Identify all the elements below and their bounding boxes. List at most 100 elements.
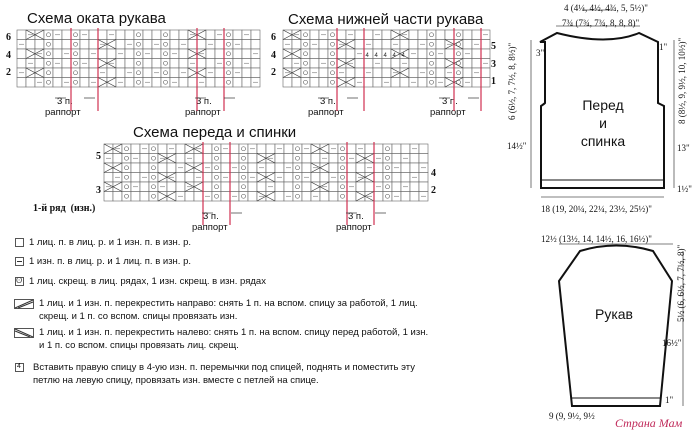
body-chart-title: Схема переда и спинки	[133, 124, 297, 141]
cap-chart-twist-mark	[163, 41, 168, 47]
lower-chart-twist-mark	[303, 41, 308, 47]
body-chart-cross	[355, 172, 375, 183]
body-chart-cross	[184, 181, 204, 192]
body-chart-twist-mark	[385, 155, 390, 161]
body-chart-cross	[355, 191, 375, 202]
body-chart-twist-mark	[151, 155, 156, 161]
cap-chart-twist-mark	[226, 60, 231, 66]
empty-square-icon	[15, 238, 24, 247]
cap-chart-twist-mark	[226, 79, 231, 85]
cap-chart-twist-mark	[136, 60, 141, 66]
lower-repeat-left-word: раппорт	[308, 107, 344, 118]
lower-repeat-right-word: раппорт	[430, 107, 466, 118]
cap-chart-title: Схема оката рукава	[27, 10, 166, 27]
body-armhole-right: 8 (8½, 9, 9½, 10, 10½)"	[677, 37, 687, 124]
body-chart-twist-mark	[241, 155, 246, 161]
body-chart-twist-mark	[340, 193, 345, 199]
cap-chart-twist-mark	[226, 41, 231, 47]
cap-chart-twist-mark	[136, 41, 141, 47]
cap-chart-twist-mark	[163, 51, 168, 57]
legend-text-2: 1 изн. п. в лиц. р. и 1 лиц. п. в изн. р…	[29, 256, 192, 267]
legend-text-6: Вставить правую спицу в 4-ую изн. п. пер…	[33, 362, 415, 386]
body-top-measure: 4 (4¼, 4½, 4¾, 5, 5½)"	[564, 3, 648, 13]
body-chart-twist-mark	[124, 184, 129, 190]
lower-chart-twist-mark	[303, 32, 308, 38]
lower-chart-mark-text: 4	[384, 53, 388, 59]
lower-chart-twist-mark	[429, 32, 434, 38]
lower-chart-cross	[336, 58, 356, 69]
lower-chart-twist-mark	[303, 79, 308, 85]
cap-row-left-3: 2	[6, 67, 11, 78]
body-neck-measure: 7¾ (7¾, 7¾, 8, 8, 8)"	[562, 18, 640, 28]
cap-chart-twist-mark	[73, 79, 78, 85]
body-chart-twist-mark	[124, 146, 129, 152]
cap-chart-twist-mark	[73, 70, 78, 76]
lower-chart-twist-mark	[330, 60, 335, 66]
lower-chart-twist-mark	[429, 70, 434, 76]
body-chart-twist-mark	[385, 184, 390, 190]
lower-row-right-1: 5	[491, 41, 496, 52]
cap-chart-twist-mark	[163, 60, 168, 66]
body-chart-twist-mark	[295, 174, 300, 180]
sleeve-label: Рукав	[595, 306, 633, 322]
cap-chart-cross	[97, 39, 117, 50]
body-chart-twist-mark	[295, 165, 300, 171]
legend-text-4: 1 лиц. и 1 изн. п. перекрестить направо:…	[39, 298, 418, 322]
body-row-right-1: 4	[431, 168, 436, 179]
body-chart-twist-mark	[124, 165, 129, 171]
body-chart-twist-mark	[151, 146, 156, 152]
lower-chart-twist-mark	[429, 60, 434, 66]
body-chart-twist-mark	[241, 146, 246, 152]
body-rib-measure: 1½"	[677, 184, 692, 194]
body-chart-cross	[256, 153, 276, 164]
body-chart-twist-mark	[241, 193, 246, 199]
legend-text-1: 1 лиц. п. в лиц. р. и 1 изн. п. в изн. р…	[29, 237, 192, 248]
cap-chart-twist-mark	[46, 79, 51, 85]
body-row-left-2: 3	[96, 185, 101, 196]
lower-chart-cross	[390, 67, 410, 78]
body-chart-cross	[184, 162, 204, 173]
cap-row-left-2: 4	[6, 50, 11, 61]
sleeve-rib-measure: 1"	[665, 395, 674, 405]
body-chart-twist-mark	[340, 165, 345, 171]
lower-chart-twist-mark	[330, 32, 335, 38]
body-chart-twist-mark	[124, 155, 129, 161]
body-side-right: 13"	[677, 143, 690, 153]
body-chart-twist-mark	[124, 174, 129, 180]
body-chart-cross	[310, 181, 330, 192]
body-chart-cross	[256, 191, 276, 202]
cap-chart-twist-mark	[46, 41, 51, 47]
sleeve-bottom-measure: 9 (9, 9½, 9½	[549, 411, 595, 421]
four-box-icon: 4	[15, 363, 24, 372]
cap-chart-twist-mark	[163, 79, 168, 85]
cap-chart-twist-mark	[46, 60, 51, 66]
lower-chart-twist-mark	[330, 51, 335, 57]
cap-chart-twist-mark	[73, 60, 78, 66]
sleeve-top-measure: 12½ (13½, 14, 14½, 16, 16½)"	[541, 234, 652, 244]
body-chart-cross	[310, 162, 330, 173]
cap-chart-twist-mark	[73, 32, 78, 38]
body-chart-cross	[355, 153, 375, 164]
lower-chart-mark-text: 4	[366, 53, 370, 59]
body-repeat-left-count: 3 п.	[203, 211, 219, 222]
body-chart-twist-mark	[241, 165, 246, 171]
lower-chart-title: Схема нижней части рукава	[288, 11, 484, 28]
lower-chart-mark-text: 4	[402, 53, 406, 59]
cap-chart-cross	[25, 48, 45, 59]
body-chart-twist-mark	[340, 174, 345, 180]
body-row-right-2: 2	[431, 185, 436, 196]
body-chart-twist-mark	[214, 155, 219, 161]
lower-repeat-left-count: 3 п.	[320, 96, 336, 107]
cap-chart-twist-mark	[136, 79, 141, 85]
body-chart-twist-mark	[385, 165, 390, 171]
cap-chart-twist-mark	[226, 70, 231, 76]
lower-chart-mark-text: 4	[375, 53, 379, 59]
cap-chart-twist-mark	[73, 51, 78, 57]
body-chart-cross	[157, 172, 177, 183]
lower-row-left-3: 2	[271, 67, 276, 78]
lower-chart-twist-mark	[303, 51, 308, 57]
lower-chart-twist-mark	[456, 32, 461, 38]
body-chart-cross	[103, 181, 123, 192]
lower-chart-twist-mark	[456, 51, 461, 57]
